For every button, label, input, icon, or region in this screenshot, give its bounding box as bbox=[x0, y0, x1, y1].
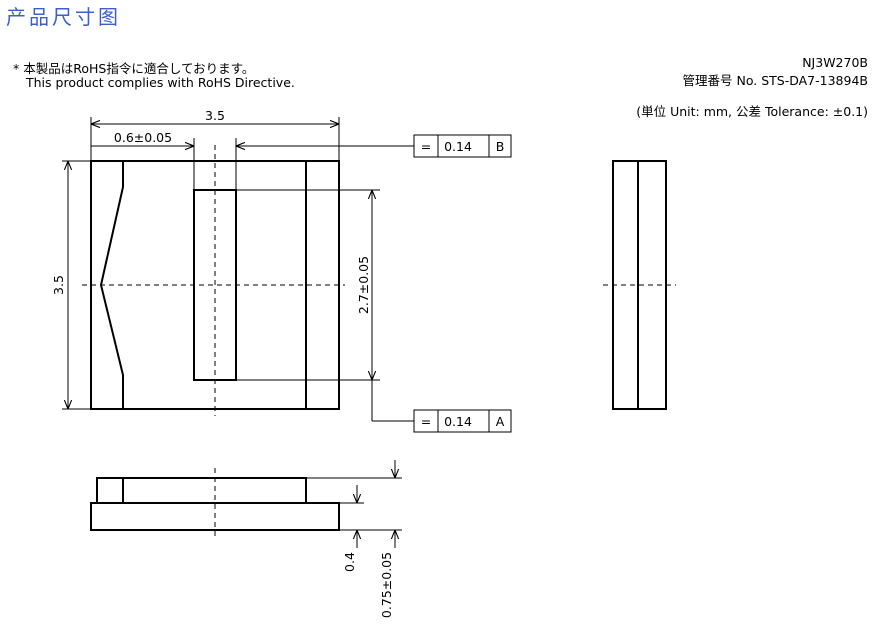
tolerance-a-value: 0.14 bbox=[444, 414, 472, 429]
rohs-note-en: This product complies with RoHS Directiv… bbox=[26, 75, 295, 90]
tolerance-frame-a: = 0.14 A bbox=[413, 409, 512, 433]
page-title: 产品尺寸图 bbox=[6, 5, 121, 29]
units-note: (単位 Unit: mm, 公差 Tolerance: ±0.1) bbox=[636, 104, 868, 119]
width-dim-label: 3.5 bbox=[205, 108, 225, 123]
tolerance-b-value: 0.14 bbox=[444, 139, 472, 154]
base-layer bbox=[90, 502, 340, 531]
rohs-note-jp: * 本製品はRoHS指令に適合しております。 bbox=[13, 61, 255, 76]
top-view bbox=[62, 117, 414, 422]
tolerance-frame-b: = 0.14 B bbox=[413, 134, 512, 158]
side-view bbox=[603, 160, 676, 410]
base-thickness-label: 0.4 bbox=[342, 552, 357, 572]
tolerance-a-symbol: = bbox=[421, 414, 431, 429]
slot-length-dim-label: 2.7±0.05 bbox=[356, 256, 371, 314]
part-number: NJ3W270B bbox=[802, 55, 868, 70]
total-thickness-label: 0.75±0.05 bbox=[379, 552, 394, 618]
upper-layer bbox=[96, 477, 307, 504]
height-dim-label: 3.5 bbox=[51, 275, 66, 295]
tolerance-b-datum: B bbox=[496, 139, 505, 154]
doc-number: 管理番号 No. STS-DA7-13894B bbox=[682, 73, 868, 88]
tolerance-a-datum: A bbox=[496, 414, 505, 429]
slot-width-dim-label: 0.6±0.05 bbox=[114, 130, 172, 145]
front-view bbox=[90, 460, 402, 548]
tolerance-b-symbol: = bbox=[421, 139, 431, 154]
